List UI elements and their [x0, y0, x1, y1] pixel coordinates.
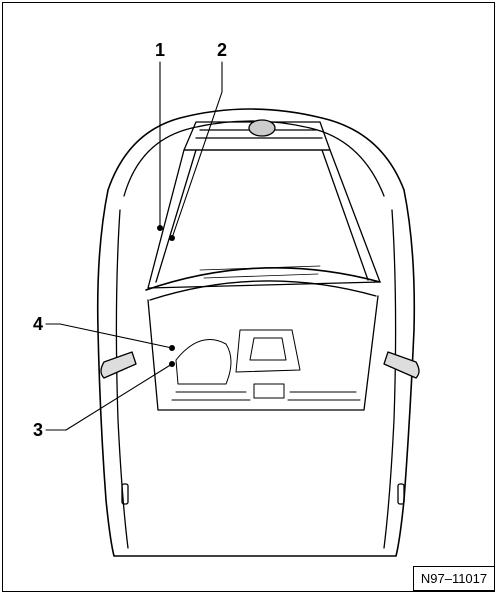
- callout-point-4: [169, 345, 175, 351]
- windscreen: [145, 265, 381, 411]
- callout-label-4: 4: [33, 314, 43, 334]
- callout-point-2: [169, 235, 175, 241]
- callout-label-3: 3: [33, 420, 43, 440]
- callout-point-3: [169, 361, 175, 367]
- door-handles: [121, 483, 405, 505]
- diagram-frame: [2, 2, 495, 592]
- callout-points: [157, 225, 175, 367]
- reference-code: N97–11017: [413, 566, 495, 591]
- callout-label-1: 1: [155, 40, 165, 60]
- callout-point-1: [157, 225, 163, 231]
- callout-leaders: [45, 61, 223, 431]
- car-body: [96, 108, 416, 557]
- callout-label-2: 2: [217, 40, 227, 60]
- side-mirrors: [100, 351, 420, 379]
- dashboard: [171, 329, 361, 401]
